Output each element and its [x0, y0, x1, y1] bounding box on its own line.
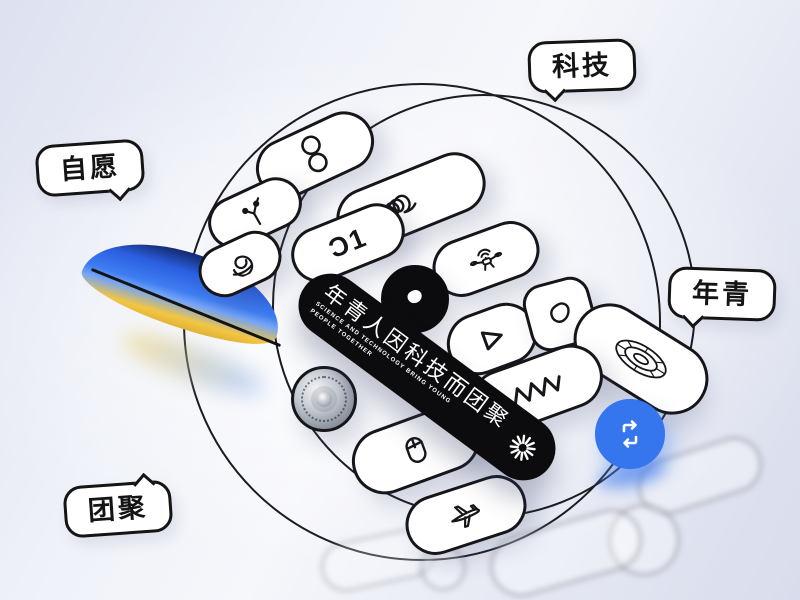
bubble-tail [543, 79, 567, 103]
wave-icon [513, 375, 561, 407]
bubble-volunteer: 自愿 [34, 138, 146, 202]
play-blob-icon [407, 289, 422, 304]
slogan-pill: 年青人因科技而团聚 SCIENCE AND TECHNOLOGY BRING Y… [285, 260, 569, 494]
bubble-gather-label: 团聚 [87, 491, 149, 527]
circuit-icon [242, 197, 262, 225]
pill-triangle [438, 294, 546, 384]
airplane-icon [451, 504, 481, 528]
loop-arrows-icon [622, 420, 638, 448]
d1-label: Ɔ1 [324, 221, 372, 264]
blob-icon [550, 302, 570, 323]
bubble-technology-label: 科技 [551, 49, 613, 83]
snail-icon [232, 255, 254, 277]
pill-wave [462, 335, 612, 443]
sunburst-icon [509, 434, 536, 461]
pill-figure-eight [246, 101, 384, 209]
pill-snail [190, 222, 290, 306]
figure-eight-icon [301, 135, 328, 173]
bubble-volunteer-label: 自愿 [59, 150, 121, 186]
pill-mobius [560, 289, 722, 429]
bubble-tail [108, 178, 131, 202]
pill-circuit [199, 168, 311, 258]
pill-blob [518, 272, 602, 356]
pill-speaker [291, 366, 357, 432]
triangle-icon [480, 331, 503, 351]
bubble-tail [132, 472, 156, 495]
mobius-icon [615, 339, 667, 379]
loop-circle [595, 399, 665, 469]
bubble-youth-label: 年青 [691, 277, 753, 311]
bubble-youth: 年青 [667, 266, 777, 329]
pill-drone [424, 212, 548, 306]
mouse-icon [405, 437, 427, 463]
pill-mouse [342, 396, 490, 504]
ghost-circle [608, 504, 680, 576]
drone-icon [469, 248, 503, 271]
bubble-gather: 团聚 [62, 472, 174, 540]
bubble-technology: 科技 [527, 38, 637, 103]
pill-airplane [397, 467, 535, 563]
speaker-dot-ring [301, 376, 347, 422]
